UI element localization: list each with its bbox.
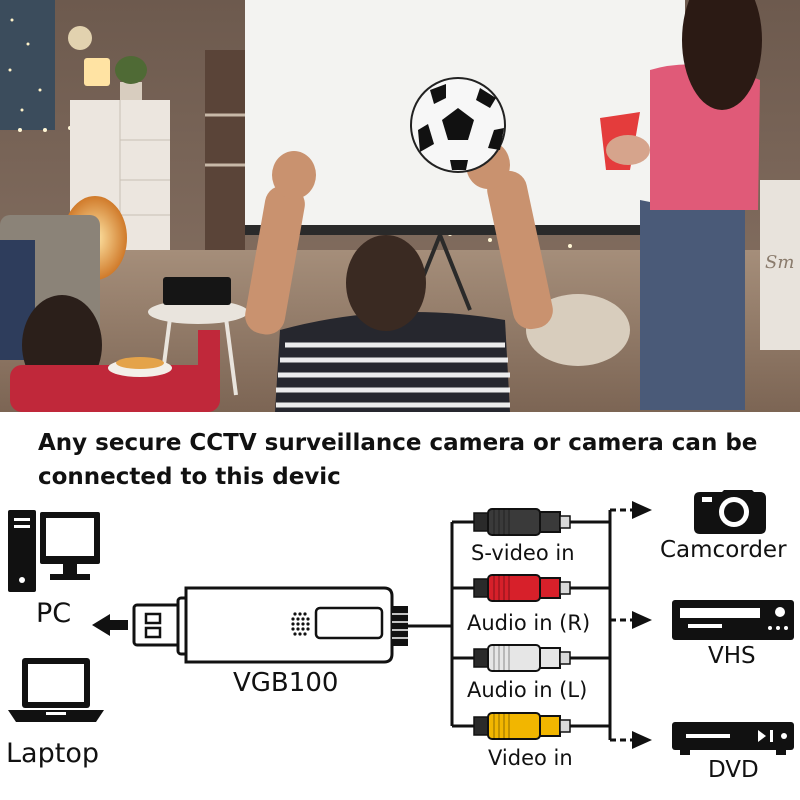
plant [115, 56, 147, 84]
soccer-ball [410, 77, 506, 173]
source-branches [582, 510, 612, 740]
window [0, 0, 55, 130]
wall-lamp [84, 58, 110, 86]
usb-plug [132, 596, 190, 656]
living-room-photo: Sm [0, 0, 800, 412]
camera-icon [694, 490, 766, 534]
source-label-camcorder: Camcorder [660, 537, 787, 563]
connector-label-svideo: S-video in [471, 541, 575, 565]
child-shirt [10, 365, 220, 412]
device-name-label: VGB100 [233, 668, 339, 698]
connector-label-video: Video in [488, 746, 573, 770]
man-head [346, 235, 426, 331]
projector [163, 277, 231, 305]
laptop-icon [8, 658, 104, 722]
connection-diagram [8, 490, 794, 755]
host-label-laptop: Laptop [6, 738, 99, 769]
woman-hair [682, 0, 762, 110]
connector-svideo [452, 508, 584, 536]
arrow-to-camcorder-icon [610, 501, 652, 519]
arrow-to-pc-icon [92, 614, 128, 636]
desktop-computer-icon [8, 510, 100, 592]
connector-audio-r [452, 574, 584, 602]
connector-video [452, 712, 584, 740]
side-table [148, 300, 248, 324]
woman-jeans [640, 200, 745, 410]
dvd-player-icon [672, 722, 794, 755]
source-label-vhs: VHS [708, 643, 756, 669]
arrow-to-dvd-icon [610, 731, 652, 749]
headline: Any secure CCTV surveillance camera or c… [38, 430, 758, 490]
arrow-to-vhs-icon [610, 611, 652, 629]
vgb100-device [184, 586, 452, 664]
host-label-pc: PC [36, 598, 72, 629]
shelf-sign-text: Sm [765, 252, 794, 273]
connector-audio-l [452, 644, 584, 672]
vhs-player-icon [672, 600, 794, 640]
connector-label-audio-l: Audio in (L) [467, 678, 588, 702]
connector-label-audio-r: Audio in (R) [467, 611, 591, 635]
source-label-dvd: DVD [708, 757, 759, 783]
